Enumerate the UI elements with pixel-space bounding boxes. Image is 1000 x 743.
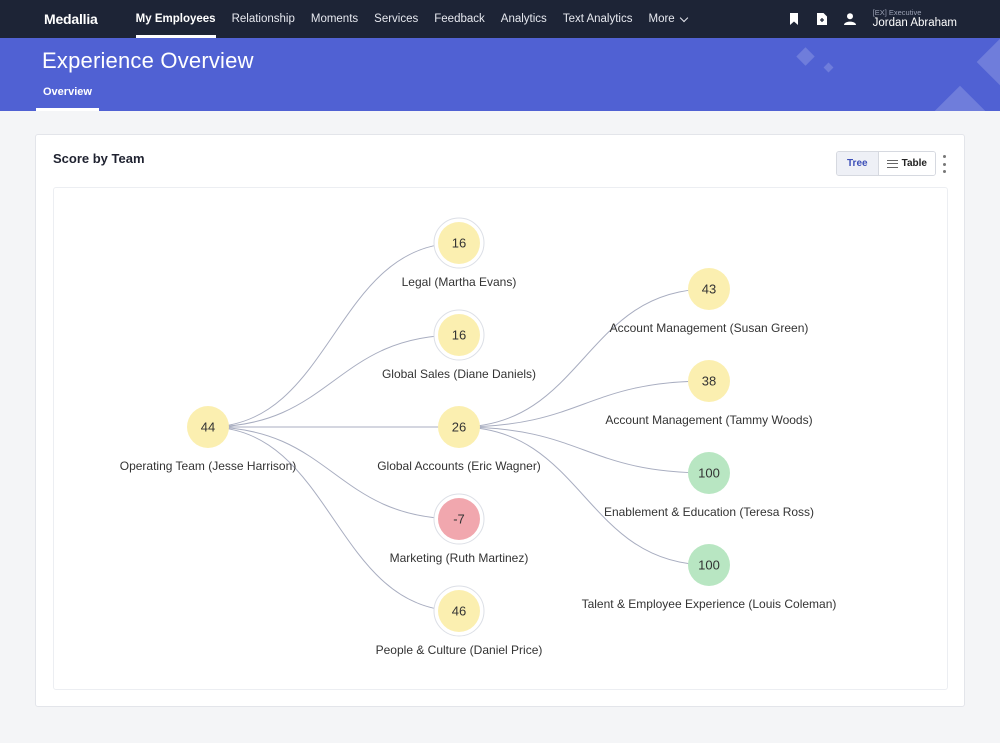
user-menu[interactable]: [EX] Executive Jordan Abraham [872, 7, 957, 30]
nav-moments[interactable]: Moments [303, 0, 366, 38]
node-label: Account Management (Tammy Woods) [605, 413, 812, 427]
medallia-logo[interactable]: Medallia [44, 11, 98, 27]
nav-label: Feedback [434, 13, 485, 25]
node-label: Global Sales (Diane Daniels) [382, 367, 536, 381]
node-circle [187, 406, 229, 448]
node-label: Talent & Employee Experience (Louis Cole… [582, 597, 837, 611]
nav-relationship[interactable]: Relationship [224, 0, 303, 38]
header-decoration [796, 47, 815, 66]
nav-label: Relationship [231, 13, 295, 25]
node-label: Global Accounts (Eric Wagner) [377, 459, 541, 473]
node-label: Enablement & Education (Teresa Ross) [604, 505, 814, 519]
node-label: Legal (Martha Evans) [402, 275, 517, 289]
nav-label: My Employees [135, 13, 216, 25]
nav-label: Moments [310, 13, 359, 25]
node-circle [688, 544, 730, 586]
header-decoration [823, 62, 834, 73]
tab-overview[interactable]: Overview [36, 84, 99, 111]
node-score: -7 [453, 512, 465, 527]
node-score: 26 [452, 420, 466, 435]
tree-link [207, 426, 460, 612]
node-circle [438, 498, 480, 540]
nav-label: Analytics [500, 13, 547, 25]
nav-label: Text Analytics [562, 13, 633, 25]
nav-text-analytics[interactable]: Text Analytics [555, 0, 641, 38]
node-circle [438, 222, 480, 264]
node-circle [438, 314, 480, 356]
node-label: Operating Team (Jesse Harrison) [120, 459, 297, 473]
node-score: 38 [702, 374, 716, 389]
node-label: Marketing (Ruth Martinez) [390, 551, 529, 565]
nav-my-employees[interactable]: My Employees [128, 0, 224, 38]
nav-label: Services [374, 13, 419, 25]
header-decoration [976, 38, 1000, 91]
tree-link [207, 334, 460, 428]
tree-link [458, 288, 710, 428]
node-score: 100 [698, 558, 720, 573]
chevron-down-icon [679, 13, 688, 22]
page-title: Experience Overview [42, 48, 254, 73]
table-label: Table [901, 158, 927, 169]
more-options-icon[interactable] [941, 155, 947, 173]
tree-link [458, 426, 710, 566]
header-decoration [931, 85, 989, 111]
node-circle [438, 406, 480, 448]
nav-label: More [648, 13, 675, 25]
node-score: 100 [698, 466, 720, 481]
table-view-button[interactable]: Table [878, 152, 935, 175]
user-name: Jordan Abraham [872, 17, 957, 29]
node-circle [688, 360, 730, 402]
page-header: Experience Overview Overview [0, 38, 1000, 111]
node-score: 46 [452, 604, 466, 619]
node-score: 43 [702, 282, 716, 297]
card-title: Score by Team [53, 151, 145, 166]
node-circle [438, 590, 480, 632]
view-toggle: Tree Table [836, 151, 936, 176]
node-label: People & Culture (Daniel Price) [376, 643, 543, 657]
node-score: 16 [452, 328, 466, 343]
top-nav-bar: Medallia My Employees Relationship Momen… [0, 0, 1000, 38]
tree-label: Tree [847, 158, 868, 169]
user-role: [EX] Executive [872, 7, 922, 17]
nav-more[interactable]: More [640, 0, 694, 38]
user-icon[interactable] [843, 12, 857, 26]
tree-link [207, 426, 460, 520]
node-label: Account Management (Susan Green) [610, 321, 809, 335]
nav-services[interactable]: Services [366, 0, 426, 38]
nav-analytics[interactable]: Analytics [493, 0, 555, 38]
tree-link [207, 242, 460, 428]
tree-link [458, 426, 710, 474]
main-nav: My Employees Relationship Moments Servic… [128, 0, 695, 38]
node-circle [688, 452, 730, 494]
list-icon [886, 159, 898, 168]
node-circle [688, 268, 730, 310]
node-score: 16 [452, 236, 466, 251]
tree-link [458, 380, 710, 428]
tree-view-button[interactable]: Tree [837, 152, 879, 175]
nav-feedback[interactable]: Feedback [426, 0, 493, 38]
node-score: 44 [201, 420, 215, 435]
nav-right-tools: [EX] Executive Jordan Abraham [787, 0, 1000, 38]
bookmark-icon[interactable] [787, 12, 801, 26]
document-icon[interactable] [815, 12, 829, 26]
